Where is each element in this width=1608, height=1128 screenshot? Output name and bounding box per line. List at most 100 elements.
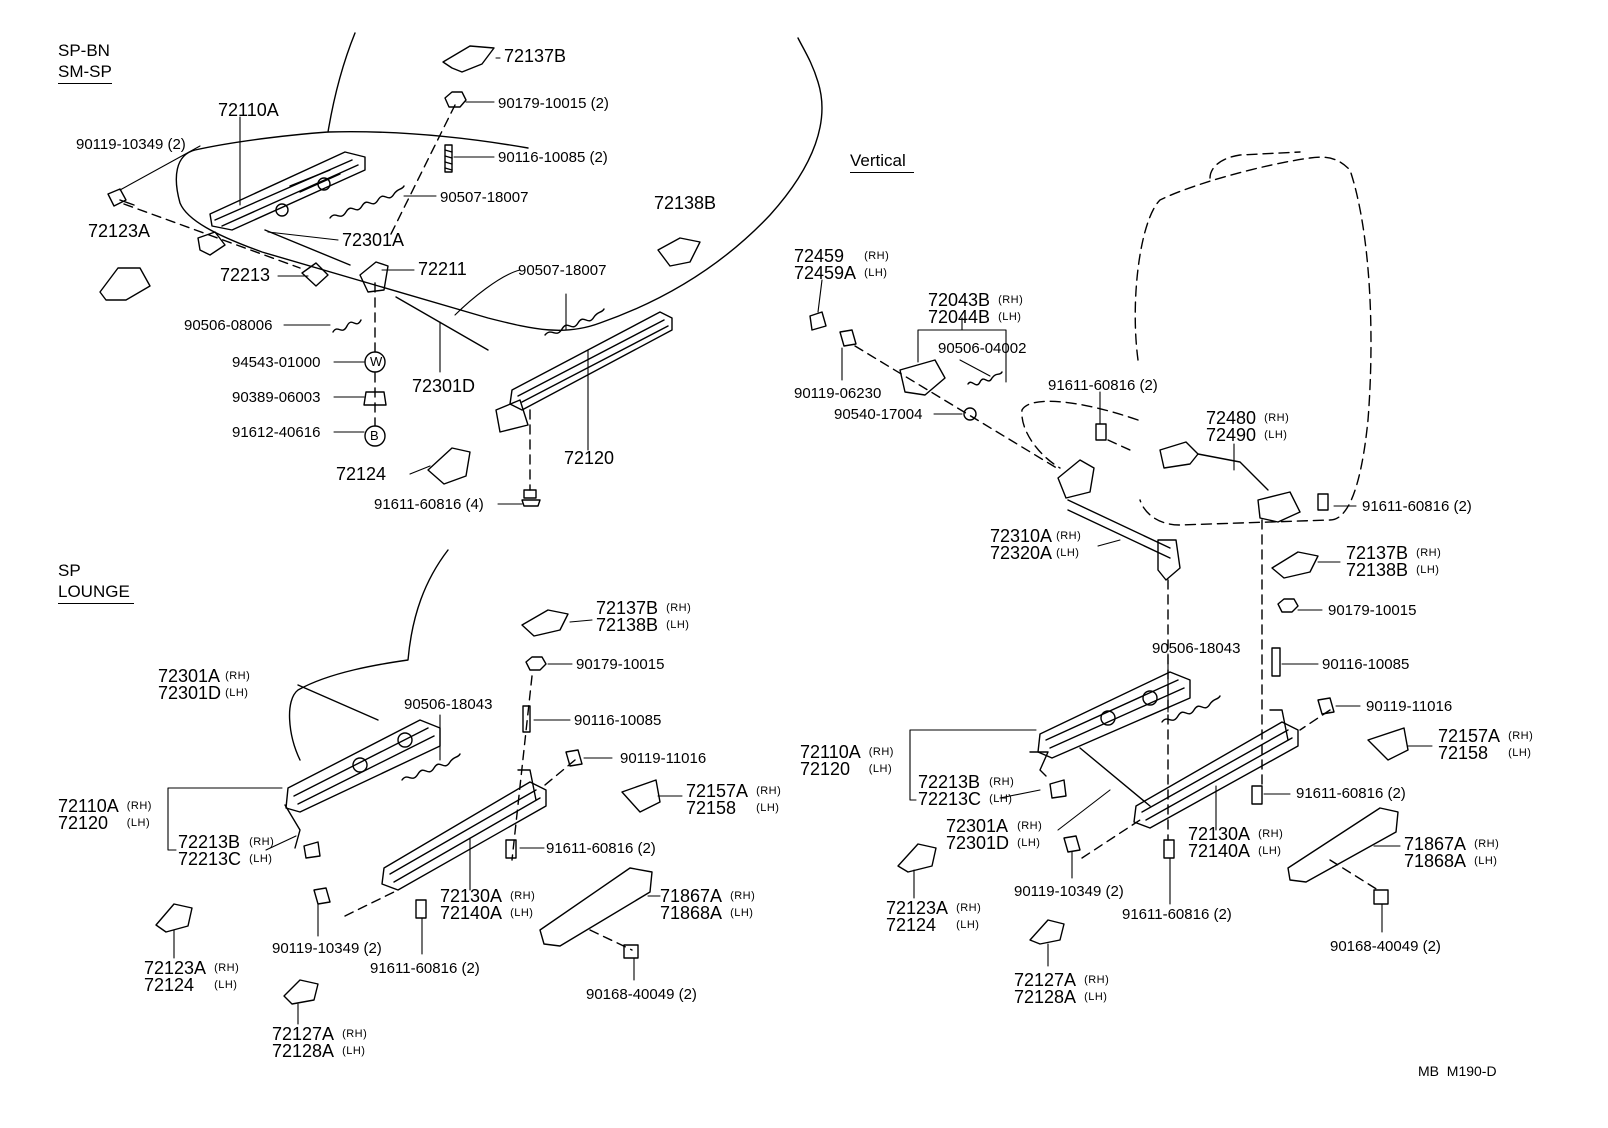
side-tag: (RH) xyxy=(1508,730,1534,742)
side-tag: (RH) xyxy=(1258,828,1284,840)
assembly-line xyxy=(854,345,1061,471)
part-label: 72123A xyxy=(144,958,207,978)
cover-72123A xyxy=(155,903,193,933)
part-label: 72301D xyxy=(412,376,476,396)
side-tag: (LH) xyxy=(510,907,534,919)
side-tag: (RH) xyxy=(1264,412,1290,424)
side-tag: (LH) xyxy=(1084,991,1108,1003)
stud-90116-10085 xyxy=(522,705,531,733)
knob-72043B xyxy=(899,359,946,396)
seat-track-72130A-72140A xyxy=(381,769,547,891)
part-label: 91611-60816 (2) xyxy=(1122,906,1232,923)
side-tag: (LH) xyxy=(868,763,893,775)
side-tag: (RH) xyxy=(249,836,275,848)
part-label: 72138B xyxy=(596,615,659,635)
part-label: 72213B xyxy=(178,832,241,852)
part-label: 72120 xyxy=(800,759,851,779)
part-label: 72140A xyxy=(1188,841,1251,861)
seat-track-72110A xyxy=(197,151,366,256)
cover-71867A xyxy=(539,867,653,947)
side-tag: (RH) xyxy=(1084,974,1110,986)
part-label: 72137B xyxy=(596,598,659,618)
side-tag: (LH) xyxy=(1264,429,1288,441)
part-label: 72127A xyxy=(1014,970,1077,990)
bolt-91612-40616 xyxy=(364,425,386,447)
bolt-90119-06230 xyxy=(839,329,857,347)
section-label: LOUNGE xyxy=(58,581,134,604)
side-tag: (RH) xyxy=(1056,530,1082,542)
assembly-line xyxy=(389,104,456,237)
part-label: 72301D xyxy=(946,833,1010,853)
side-tag: (LH) xyxy=(730,907,754,919)
part-label: 72120 xyxy=(564,448,615,468)
section-label: Vertical xyxy=(850,150,914,173)
part-label: 72490 xyxy=(1206,425,1257,445)
knob-72213B xyxy=(1049,779,1067,799)
bolt-90168-40049 xyxy=(623,944,639,959)
side-tag: (RH) xyxy=(126,800,152,812)
seat-cushion-outline xyxy=(175,32,823,331)
seat-cushion-outline xyxy=(1021,400,1139,469)
side-tag: (LH) xyxy=(864,267,888,279)
cover-72459 xyxy=(809,311,827,331)
side-tag: (RH) xyxy=(1416,547,1442,559)
bolt-mark-b: B xyxy=(370,428,379,443)
part-label: 94543-01000 xyxy=(232,354,321,371)
part-label: 72213 xyxy=(220,265,271,285)
part-label: 72110A xyxy=(800,742,861,762)
bolt-91611-60816-right xyxy=(1317,493,1329,511)
seat-outline xyxy=(288,549,449,761)
nut-90179-10015 xyxy=(525,656,547,671)
bolt-90119-11016 xyxy=(1317,697,1335,715)
part-label: 90507-18007 xyxy=(518,262,607,279)
sp-bn-assembly xyxy=(99,32,823,507)
side-tag: (LH) xyxy=(756,802,780,814)
part-label: 91611-60816 (4) xyxy=(374,496,484,513)
part-label: 72213B xyxy=(918,772,981,792)
assembly-line xyxy=(511,675,533,861)
part-label: 72301A xyxy=(158,666,221,686)
side-tag: (LH) xyxy=(998,311,1022,323)
spring-90506-04002 xyxy=(967,371,1003,386)
part-label: 91612-40616 xyxy=(232,424,321,441)
side-tag: (RH) xyxy=(998,294,1024,306)
section-header-sp-lounge: SP LOUNGE xyxy=(58,560,134,604)
part-label: 72211 xyxy=(418,259,467,279)
assembly-line xyxy=(344,889,399,917)
section-label: SP xyxy=(58,561,81,580)
side-tag: (LH) xyxy=(1258,845,1282,857)
washer-90540-17004 xyxy=(963,407,977,421)
part-label: 72137B xyxy=(1346,543,1409,563)
spring-90506-08006 xyxy=(332,319,362,333)
assembly-line xyxy=(123,203,301,269)
part-label: 72124 xyxy=(144,975,195,995)
side-tag: (RH) xyxy=(956,902,982,914)
part-label: 72138B xyxy=(654,193,717,213)
part-label: 90506-08006 xyxy=(184,317,273,334)
cover-72137B xyxy=(521,609,569,637)
part-label: 90506-18043 xyxy=(404,696,493,713)
bolt-91611-60816-mid xyxy=(1251,785,1263,805)
side-tag: (RH) xyxy=(214,962,240,974)
assembly-line xyxy=(544,759,576,786)
side-tag: (RH) xyxy=(666,602,692,614)
cable-72301A xyxy=(264,229,351,266)
part-label: 72158 xyxy=(686,798,737,818)
side-tag: (RH) xyxy=(756,785,782,797)
bolt-90168-40049 xyxy=(1373,889,1389,905)
part-label: 90116-10085 xyxy=(574,712,662,729)
section-header-sp-bn: SP-BN SM-SP xyxy=(58,40,112,84)
part-label: 91611-60816 (2) xyxy=(1048,377,1158,394)
assembly-line xyxy=(589,929,633,951)
washer-94543-01000 xyxy=(364,351,386,373)
recliner-72480 xyxy=(1159,441,1301,523)
side-tag: (RH) xyxy=(1474,838,1500,850)
